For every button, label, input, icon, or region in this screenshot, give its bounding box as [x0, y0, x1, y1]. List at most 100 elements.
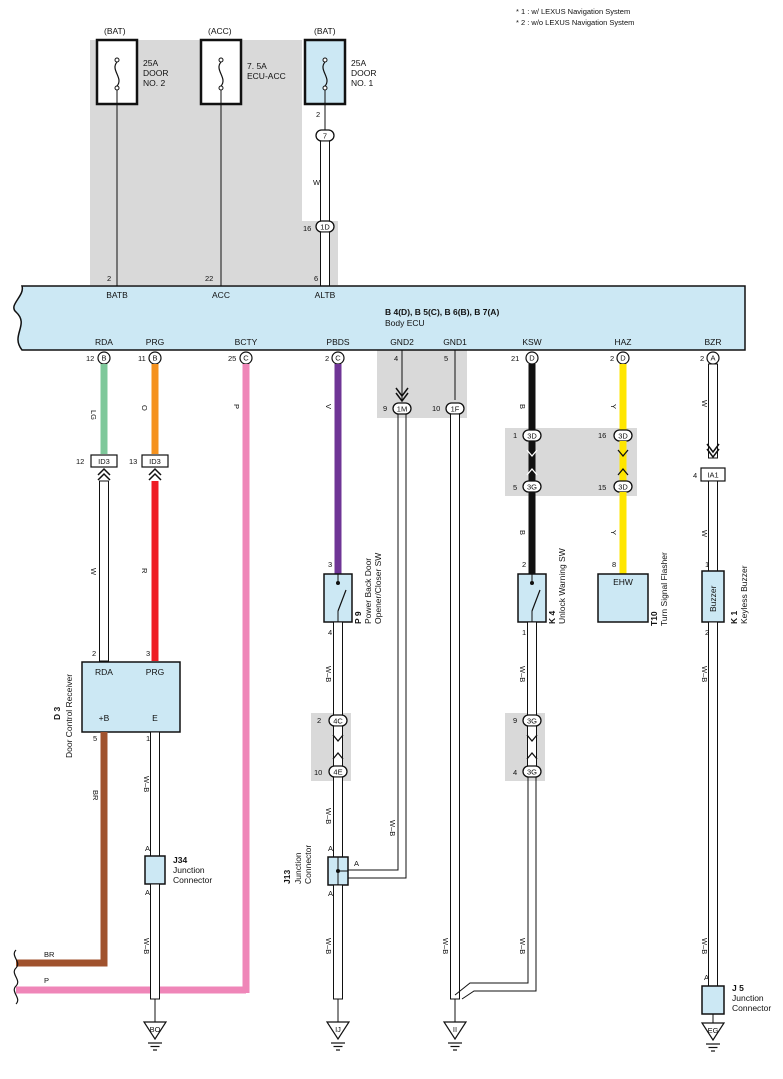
splice-1d: 1D	[315, 220, 335, 233]
connector-letter: B	[101, 354, 106, 363]
pin-label: 10	[432, 404, 440, 413]
junction-connector-j34: J34 Junction Connector	[144, 855, 212, 885]
splice-3g-k4: 3G	[522, 714, 542, 727]
component-label: EHW	[613, 577, 633, 587]
ground-label: II	[453, 1025, 457, 1034]
pin-label: 15	[598, 483, 606, 492]
pin-label: 21	[511, 354, 519, 363]
wire-color-label: W–B	[142, 776, 151, 792]
splice-1m: 1M	[392, 402, 412, 415]
component-name: Junction	[732, 993, 764, 1003]
pin-label: 2	[107, 274, 111, 283]
pin-label: A	[328, 889, 333, 898]
fuse-door-no1: (BAT) 25A DOOR NO. 1	[303, 26, 377, 106]
ecu-ref: B 4(D), B 5(C), B 6(B), B 7(A)	[385, 307, 499, 317]
junction-connector-j5: J 5 Junction Connector	[701, 983, 771, 1015]
pin-label: 1	[146, 734, 150, 743]
ground-label: BO	[150, 1025, 161, 1034]
wire-color-label: W–B	[324, 938, 333, 954]
pin-label: 2	[700, 354, 704, 363]
terminal-label: KSW	[522, 337, 541, 347]
wire-color-label: P	[232, 404, 241, 409]
fuse-name: DOOR	[351, 68, 377, 78]
wire-color-label: W–B	[518, 666, 527, 682]
ground-label: EG	[708, 1026, 719, 1035]
pin-label: A	[704, 973, 709, 982]
pin-label: 4	[328, 628, 332, 637]
wire-color-label: P	[44, 976, 49, 985]
svg-text:3D: 3D	[618, 483, 628, 492]
fuse-source: (BAT)	[314, 26, 336, 36]
svg-text:7: 7	[323, 132, 327, 141]
wire-color-label: W	[89, 568, 98, 576]
terminal-label: E	[152, 713, 158, 723]
svg-text:IA1: IA1	[707, 471, 718, 480]
ecu-name: Body ECU	[385, 318, 425, 328]
pin-label: 22	[205, 274, 213, 283]
wire-rda: LG	[89, 364, 108, 454]
connector-id3-rda: ID3	[90, 454, 118, 468]
pin-label: 5	[444, 354, 448, 363]
terminal-label: GND1	[443, 337, 467, 347]
wire-color-label: B	[518, 530, 527, 535]
pin-label: 2	[92, 649, 96, 658]
terminal-label: RDA	[95, 337, 113, 347]
pin-label: 6	[314, 274, 318, 283]
wire-color-label: V	[324, 404, 333, 409]
ecu-connectors: 12 B 11 B 25 C 2 C 4 5 21 D 2 D 2 A	[86, 351, 720, 365]
pin-label: 2	[316, 110, 320, 119]
terminal-label: ALTB	[315, 290, 336, 300]
pin-label: 2	[610, 354, 614, 363]
wire-color-label: BR	[44, 950, 55, 959]
fuse-rating: 7. 5A	[247, 61, 267, 71]
wire-color-label: W	[700, 400, 709, 408]
pin-label: 13	[129, 457, 137, 466]
wire-bzr: W	[700, 363, 718, 459]
pin-label: 5	[513, 483, 517, 492]
splice-1f: 1F	[445, 402, 465, 415]
ground-label: IJ	[335, 1025, 341, 1034]
component-ref: J13	[282, 870, 292, 884]
pin-label: 2	[325, 354, 329, 363]
splice-3d-haz-2: 3D	[613, 480, 633, 493]
wire-color-label: W	[700, 530, 709, 538]
pin-label: 1	[522, 628, 526, 637]
terminal-label: PBDS	[326, 337, 349, 347]
pin-label: 16	[598, 431, 606, 440]
connector-id3-prg: ID3	[141, 454, 169, 468]
svg-text:3D: 3D	[527, 432, 537, 441]
wire-color-label: LG	[89, 410, 98, 420]
svg-text:1D: 1D	[320, 223, 330, 232]
pin-label: 8	[612, 560, 616, 569]
fuse-icon	[218, 61, 224, 87]
splice-7: 7	[315, 129, 335, 142]
splice-4c: 4C	[328, 714, 348, 727]
splice-3g-k4-2: 3G	[522, 765, 542, 778]
fuse-name: DOOR	[143, 68, 169, 78]
pin-label: 3	[146, 649, 150, 658]
component-name: Power Back Door	[363, 558, 373, 624]
body-ecu: 2 22 6 BATB ACC ALTB B 4(D), B 5(C), B 6…	[13, 274, 746, 351]
wire-color-label: W–B	[700, 666, 709, 682]
wire-color-label: BR	[91, 790, 100, 801]
note-2: * 2 : w/o LEXUS Navigation System	[516, 18, 634, 27]
component-name-2: Opener/Closer SW	[373, 553, 383, 624]
pin-label: 2	[522, 560, 526, 569]
wire-pbds: V	[324, 364, 342, 574]
connector-letter: D	[529, 354, 535, 363]
pin-label: A	[145, 888, 150, 897]
component-name-2: Connector	[303, 845, 313, 884]
pin-label: 3	[328, 560, 332, 569]
wire-color-label: Y	[609, 530, 618, 535]
component-name: Junction	[173, 865, 205, 875]
pin-label: 16	[303, 224, 311, 233]
pin-label: 9	[513, 716, 517, 725]
ground-ij-icon: IJ	[326, 1021, 350, 1051]
fuse-rating: 25A	[351, 58, 366, 68]
component-name: Door Control Receiver	[64, 674, 74, 758]
pin-label: 12	[86, 354, 94, 363]
pin-label: 12	[76, 457, 84, 466]
component-name: Keyless Buzzer	[739, 565, 749, 624]
wire-haz: Y	[609, 364, 627, 430]
